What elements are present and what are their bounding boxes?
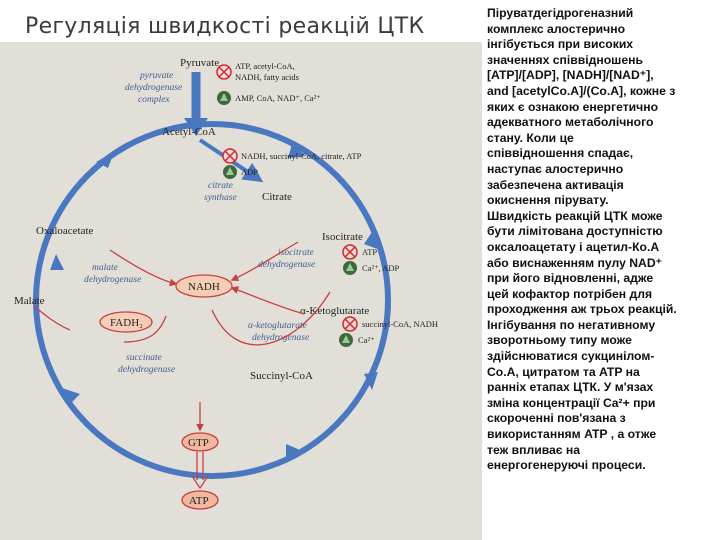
- explanation-line: and [acetylCo.A]/(Co.A], кожне з: [487, 83, 676, 98]
- explanation-line: стану. Коли це: [487, 130, 574, 145]
- explanation-line: Co.A, цитратом та ATP на: [487, 364, 640, 379]
- explanation-line: зміна концентрації Ca²+ при: [487, 395, 656, 410]
- idh-inhibitors: ATP: [362, 247, 377, 257]
- atp-node: [181, 490, 219, 510]
- explanation-line: зворотньому типу може: [487, 333, 632, 348]
- gtp-label: GTP: [188, 437, 209, 449]
- enzyme-sdh-line1: succinate: [126, 353, 162, 363]
- fadh2-label: FADH₂: [110, 317, 143, 329]
- pdh-inhibitors-line2: NADH, fatty acids: [235, 72, 299, 82]
- cs-inhibitor-icon: [222, 148, 238, 164]
- explanation-line: забезпечена активація: [487, 177, 624, 192]
- pdh-activators: AMP, CoA, NAD⁺, Ca²⁺: [235, 93, 321, 103]
- enzyme-kgdh-line1: α-ketoglutarate: [248, 321, 307, 331]
- enzyme-cs-line2: synthase: [204, 193, 237, 203]
- kgdh-activators: Ca²⁺: [358, 335, 375, 345]
- enzyme-pdh-line2: dehydrogenase: [125, 83, 182, 93]
- explanation-line: Швидкість реакцій ЦТК може: [487, 208, 663, 223]
- cycle-arrowheads: [50, 144, 380, 462]
- explanation-line: оксалоацетату і ацетил-Ко.А: [487, 239, 660, 254]
- kgdh-activator-icon: [339, 333, 353, 347]
- metabolite-pyruvate: Pyruvate: [180, 57, 219, 69]
- explanation-line: при його відновленні, адже: [487, 271, 654, 286]
- metabolite-ketoglutarate: α-Ketoglutarate: [300, 305, 369, 317]
- pdh-inhibitor-icon: [216, 64, 232, 80]
- pdh-arrowhead: [184, 118, 208, 136]
- idh-activator-icon: [343, 261, 357, 275]
- explanation-line: цей кофактор потрібен для: [487, 286, 653, 301]
- cs-activators: ADP: [241, 167, 258, 177]
- tca-cycle-ring: [33, 121, 391, 479]
- enzyme-pdh-line1: pyruvate: [139, 71, 173, 81]
- metabolite-malate: Malate: [14, 295, 45, 307]
- pdh-inhibitors-line1: ATP, acetyl-CoA,: [235, 61, 295, 71]
- tca-regulation-diagram: Pyruvate Acetyl-CoA Citrate Isocitrate α…: [14, 57, 438, 510]
- explanation-line: проходження аж трьох реакцій.: [487, 302, 677, 317]
- explanation-line: теж впливає на: [487, 442, 581, 457]
- enzyme-pdh-line3: complex: [138, 95, 170, 105]
- enzyme-kgdh-line2: dehydrogenase: [252, 333, 309, 343]
- explanation-line: ранніх етапах ЦТК. У м'язах: [487, 380, 654, 395]
- pdh-activator-icon: [217, 91, 231, 105]
- metabolite-succinyl-coa: Succinyl-CoA: [250, 370, 313, 382]
- explanation-line: окиснення пірувату.: [487, 193, 609, 208]
- nadh-label: NADH: [188, 281, 220, 293]
- enzyme-mdh-line2: dehydrogenase: [84, 275, 141, 285]
- cs-inhibitors: NADH, succinyl-CoA, citrate, ATP: [241, 151, 362, 161]
- nadh-node: [175, 274, 233, 298]
- explanation-line: бути лімітована доступністю: [487, 224, 663, 239]
- explanation-line: яких є ознакою енергетично: [487, 99, 659, 114]
- explanation-line: інгібується при високих: [487, 37, 634, 52]
- enzyme-mdh-line1: malate: [92, 263, 118, 273]
- gtp-node: [181, 432, 219, 452]
- explanation-line: значеннях співвідношень: [487, 52, 643, 67]
- cs-activator-icon: [223, 165, 237, 179]
- kgdh-inhibitors: succinyl-CoA, NADH: [362, 319, 438, 329]
- metabolite-acetyl-coa: Acetyl-CoA: [162, 126, 216, 138]
- nadh-arrows: [33, 241, 331, 346]
- idh-inhibitor-icon: [342, 244, 358, 260]
- metabolite-citrate: Citrate: [262, 191, 292, 203]
- enzyme-cs-line1: citrate: [208, 181, 233, 191]
- explanation-line: або виснаженням пулу NAD⁺: [487, 255, 663, 270]
- kgdh-inhibitor-icon: [342, 316, 358, 332]
- explanation-line: наступає алостерично: [487, 161, 624, 176]
- explanation-line: Інгібування по негативному: [487, 317, 656, 332]
- explanation-line: адекватного метаболічного: [487, 115, 654, 130]
- enzyme-idh-line1: isocitrate: [278, 248, 314, 258]
- enzyme-idh-line2: dehydrogenase: [258, 260, 315, 270]
- metabolite-isocitrate: Isocitrate: [322, 231, 363, 243]
- explanation-line: скороченні пов'язана з: [487, 411, 626, 426]
- explanation-line: Піруватдегідрогеназний: [487, 6, 634, 20]
- explanation-line: енергогенеруючі процеси.: [487, 458, 646, 473]
- atp-label: ATP: [189, 495, 209, 507]
- fadh2-node: [99, 311, 153, 333]
- gtp-to-atp-arrow: [191, 452, 209, 490]
- explanation-line: здійснюватися сукцинілом-: [487, 349, 655, 364]
- explanation-line: [ATP]/[ADP], [NADH]/[NAD⁺],: [487, 68, 654, 83]
- enzyme-sdh-line2: dehydrogenase: [118, 365, 175, 375]
- explanation-line: використанням ATP , а отже: [487, 427, 657, 442]
- explanation-line: комплекс алостерично: [487, 21, 626, 36]
- idh-activators: Ca²⁺, ADP: [362, 263, 400, 273]
- explanation-line: співвідношення спадає,: [487, 146, 634, 161]
- slide-title: Регуляція швидкості реакцій ЦТК: [25, 14, 425, 39]
- metabolite-oxaloacetate: Oxaloacetate: [36, 225, 94, 237]
